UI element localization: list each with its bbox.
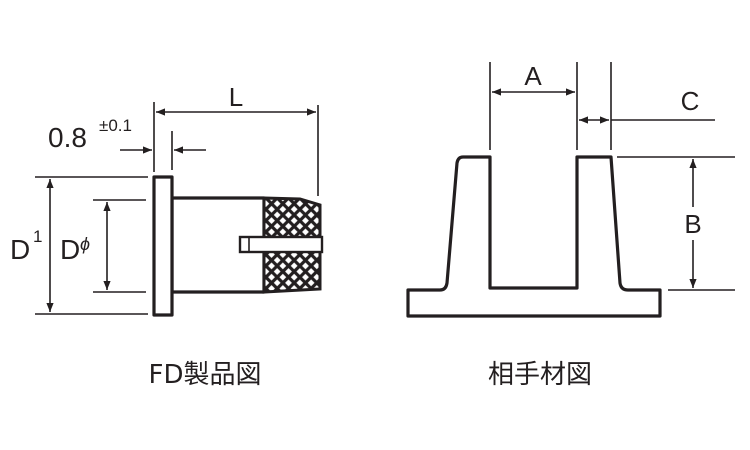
- thickness-value: 0.8: [48, 122, 87, 153]
- thickness-tolerance: ±0.1: [99, 116, 132, 135]
- length-label: L: [229, 82, 243, 112]
- mating-drawing: A C B 相手材図: [406, 61, 735, 390]
- label-b: B: [684, 209, 701, 239]
- label-a: A: [524, 61, 542, 91]
- label-c: C: [681, 86, 700, 116]
- product-drawing: L 0.8 ±0.1 D 1 D ϕ FD製品図: [10, 82, 324, 390]
- shaft-diameter-symbol: ϕ: [80, 234, 90, 254]
- outer-diameter-label: D: [10, 234, 30, 265]
- shaft-diameter-label: D: [60, 234, 80, 265]
- product-slot: [238, 235, 324, 254]
- product-flange: [152, 175, 174, 317]
- mating-part-profile: [406, 155, 662, 318]
- mating-caption: 相手材図: [488, 360, 592, 390]
- product-caption: FD製品図: [149, 360, 262, 390]
- outer-diameter-superscript: 1: [33, 227, 42, 246]
